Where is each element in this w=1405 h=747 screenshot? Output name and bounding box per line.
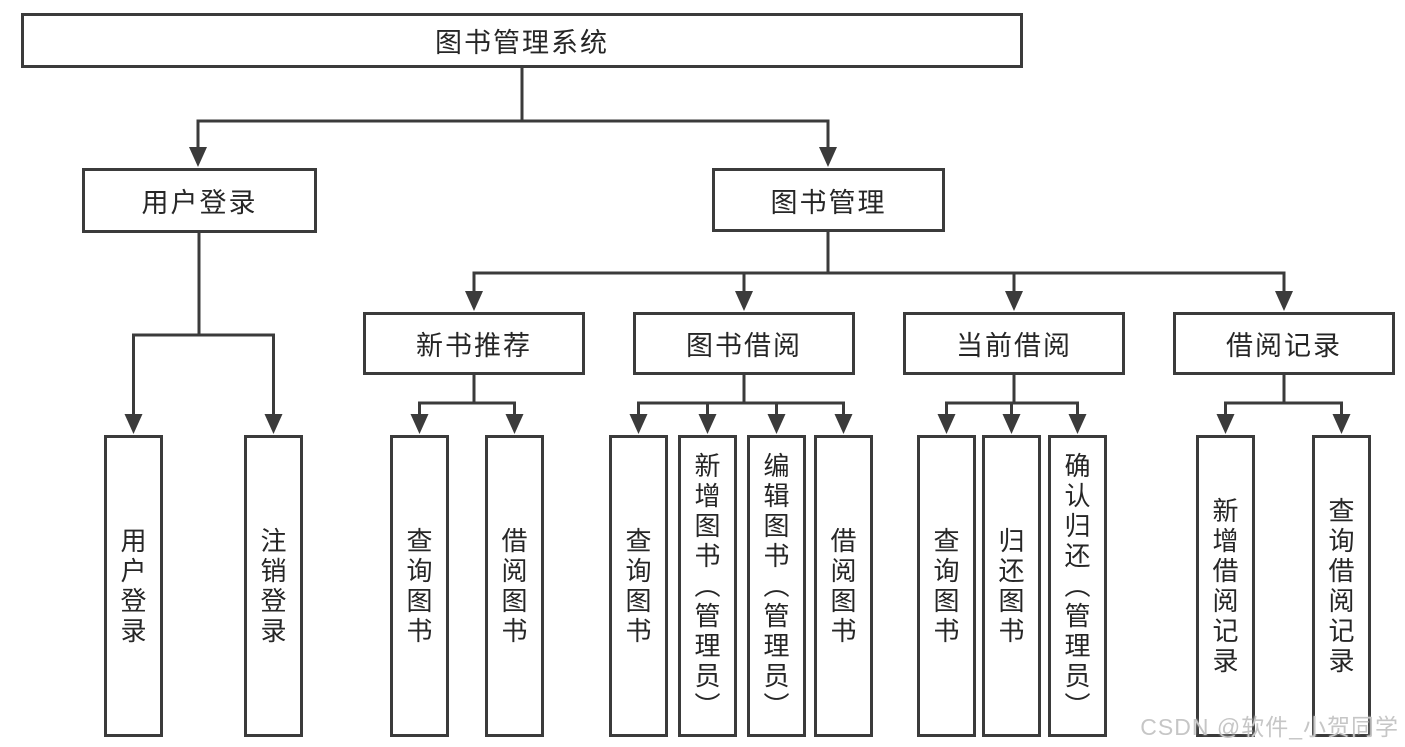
node-root-label: 图书管理系统 <box>435 28 609 58</box>
node-leaf-user-login-label: 用户登录 <box>120 526 147 646</box>
node-leaf-bb-add-books-admin: 新增图书︵管理员︶ <box>678 435 737 737</box>
node-current-borrow-label: 当前借阅 <box>956 331 1072 361</box>
connector-new-book-recommend-children <box>410 375 524 434</box>
node-leaf-br-query-record-label: 查询借阅记录 <box>1328 496 1355 676</box>
connector-root-to-level2 <box>189 66 837 167</box>
node-leaf-bb-query-books: 查询图书 <box>609 435 668 737</box>
node-leaf-cb-confirm-return-admin: 确认归还︵管理员︶ <box>1048 435 1107 737</box>
node-book-borrow-label: 图书借阅 <box>686 331 802 361</box>
node-leaf-br-add-record-label: 新增借阅记录 <box>1212 496 1239 676</box>
node-leaf-logout: 注销登录 <box>244 435 303 737</box>
connector-borrow-records-children <box>1216 375 1351 434</box>
node-new-book-recommend-label: 新书推荐 <box>416 331 532 361</box>
node-leaf-user-login: 用户登录 <box>104 435 163 737</box>
node-new-book-recommend: 新书推荐 <box>363 312 585 375</box>
node-leaf-cb-query-books-label: 查询图书 <box>933 526 960 646</box>
node-user-login: 用户登录 <box>82 168 317 233</box>
node-leaf-cb-confirm-return-admin-label: 确认归还︵管理员︶ <box>1064 451 1091 721</box>
node-leaf-br-query-record: 查询借阅记录 <box>1312 435 1371 737</box>
node-book-management: 图书管理 <box>712 168 945 232</box>
node-user-login-label: 用户登录 <box>141 188 258 218</box>
node-leaf-bb-borrow-books-label: 借阅图书 <box>830 526 857 646</box>
node-book-borrow: 图书借阅 <box>633 312 855 375</box>
node-leaf-nb-query-books: 查询图书 <box>390 435 449 737</box>
node-leaf-bb-edit-books-admin: 编辑图书︵管理员︶ <box>747 435 806 737</box>
node-leaf-bb-query-books-label: 查询图书 <box>625 526 652 646</box>
connector-book-borrow-children <box>629 375 853 434</box>
node-book-management-label: 图书管理 <box>770 187 887 218</box>
node-leaf-cb-return-books-label: 归还图书 <box>998 526 1025 646</box>
node-leaf-bb-add-books-admin-label: 新增图书︵管理员︶ <box>694 451 721 721</box>
node-root-library-system: 图书管理系统 <box>21 13 1023 68</box>
node-leaf-bb-edit-books-admin-label: 编辑图书︵管理员︶ <box>763 451 790 721</box>
connector-current-borrow-children <box>937 375 1087 434</box>
node-leaf-logout-label: 注销登录 <box>260 526 287 646</box>
node-leaf-nb-borrow-books-label: 借阅图书 <box>501 526 528 646</box>
node-leaf-nb-query-books-label: 查询图书 <box>406 526 433 646</box>
node-leaf-br-add-record: 新增借阅记录 <box>1196 435 1255 737</box>
connector-user-login-children <box>124 233 283 434</box>
node-leaf-cb-query-books: 查询图书 <box>917 435 976 737</box>
node-leaf-nb-borrow-books: 借阅图书 <box>485 435 544 737</box>
node-leaf-cb-return-books: 归还图书 <box>982 435 1041 737</box>
node-current-borrow: 当前借阅 <box>903 312 1125 375</box>
node-leaf-bb-borrow-books: 借阅图书 <box>814 435 873 737</box>
connector-book-management-children <box>465 232 1293 311</box>
csdn-watermark: CSDN @软件_小贺同学 <box>1140 714 1399 740</box>
node-borrow-records-label: 借阅记录 <box>1226 331 1342 361</box>
node-borrow-records: 借阅记录 <box>1173 312 1395 375</box>
